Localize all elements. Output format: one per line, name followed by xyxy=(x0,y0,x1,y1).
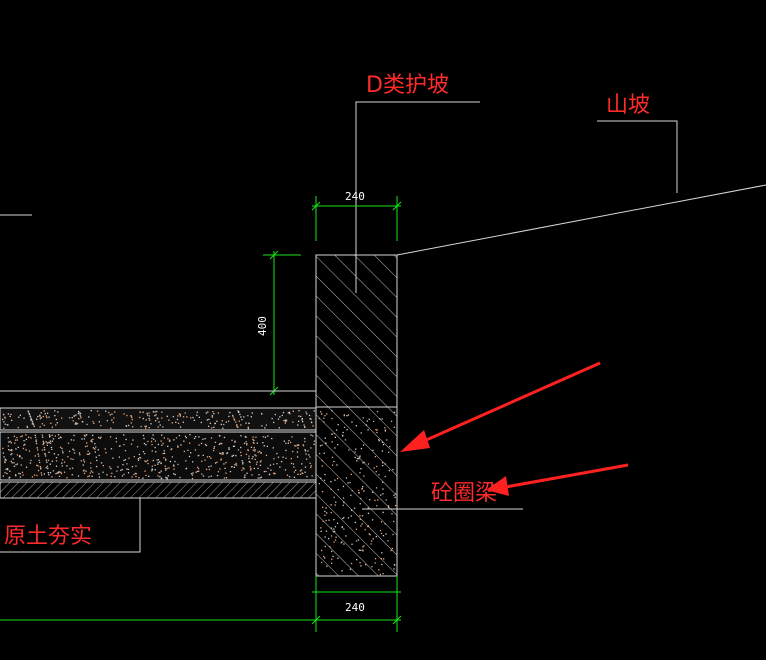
ring-beam-speckles xyxy=(318,410,397,576)
hillside-label: 山坡 xyxy=(606,93,650,118)
dimension-wall-height xyxy=(263,250,316,396)
dimension-bottom-width xyxy=(0,576,402,632)
concrete-speckles xyxy=(2,410,316,480)
hillside-slope-line xyxy=(396,184,766,256)
concrete-slab-main xyxy=(0,431,317,481)
compacted-soil-leader xyxy=(0,498,141,553)
hillside-leader-line xyxy=(597,120,678,193)
ring-beam-section xyxy=(315,406,398,577)
red-arrow-lower xyxy=(486,463,629,496)
revetment-wall-upper xyxy=(315,254,398,408)
red-arrow-upper xyxy=(400,361,601,452)
dimension-wall-height-value: 400 xyxy=(256,316,269,336)
revetment-leader-line xyxy=(355,101,480,293)
compacted-soil-label: 原土夯实 xyxy=(4,524,92,549)
gravel-layer xyxy=(0,481,317,499)
dimension-top-width-value: 240 xyxy=(345,190,365,203)
ring-beam-label: 砼圈梁 xyxy=(431,481,497,506)
dimension-top-width xyxy=(311,196,402,241)
revetment-label: D类护坡 xyxy=(366,73,449,98)
dimension-bottom-width-value: 240 xyxy=(345,601,365,614)
